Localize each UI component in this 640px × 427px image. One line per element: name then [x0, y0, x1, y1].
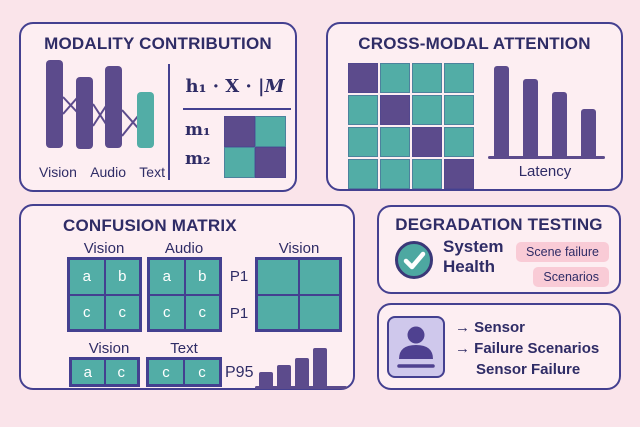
bar — [295, 358, 309, 386]
matrix-cell: c — [184, 359, 220, 385]
modality-2x2-matrix — [224, 116, 286, 178]
system-health-check-icon — [394, 240, 434, 280]
latency-label: Latency — [518, 163, 572, 180]
bar — [277, 365, 291, 386]
panel-degradation-testing: DEGRADATION TESTING System Health Scene … — [377, 205, 621, 294]
badge-scenarios: Scenarios — [533, 267, 609, 287]
label-vision: Vision — [39, 164, 77, 180]
formula-matrix-symbol: M — [264, 76, 285, 97]
matrix-cell-teal — [380, 159, 410, 189]
matrix-cell — [257, 294, 299, 330]
matrix-cell-teal — [348, 159, 378, 189]
modality-bar-text — [137, 92, 154, 148]
matrix-cell-teal — [348, 127, 378, 157]
scenario-line-failure-scenarios: → Failure Scenarios — [455, 340, 600, 357]
contribution-formula: h₁ · X · |M — [179, 76, 291, 97]
bar — [259, 372, 273, 386]
row-label-p1-top: P1 — [229, 268, 249, 285]
row-label-m1: m₁ — [185, 120, 211, 140]
matrix-cell: b — [184, 259, 220, 295]
confusion-grid-vision-large — [255, 257, 342, 332]
matrix-cell-purple — [348, 63, 378, 93]
grid-header-audio: Audio — [164, 240, 204, 257]
p95-label: P95 — [225, 364, 254, 381]
label-text: Text — [139, 164, 165, 180]
p95-bar-chart — [259, 348, 327, 386]
confusion-grid-vision-top: a b c c — [67, 257, 142, 332]
person-icon — [387, 316, 445, 378]
matrix-cell-teal — [444, 127, 474, 157]
modality-bar-fused — [105, 66, 122, 148]
modality-bar-vision — [46, 60, 63, 148]
grid-header-vision-bottom: Vision — [88, 340, 130, 357]
matrix-cell: a — [149, 259, 185, 295]
matrix-cell: c — [69, 294, 105, 330]
scenario-line-sensor: → Sensor — [455, 319, 526, 336]
grid-header-vision-top: Vision — [83, 240, 125, 257]
label-audio: Audio — [90, 164, 126, 180]
panel-cross-modal-attention: CROSS-MODAL ATTENTION Latency — [326, 22, 623, 191]
modality-bar-audio — [76, 77, 93, 149]
matrix-cell-purple — [380, 95, 410, 125]
matrix-cell-teal — [380, 127, 410, 157]
row-label-p1-bottom: P1 — [229, 305, 249, 322]
matrix-cell: a — [69, 259, 105, 295]
bar — [494, 66, 509, 156]
scenario-line-sensor-failure: Sensor Failure — [476, 361, 581, 378]
latency-bar-chart — [494, 66, 596, 156]
confusion-grid-audio: a b c c — [147, 257, 222, 332]
matrix-cell-teal — [348, 95, 378, 125]
matrix-cell — [298, 294, 340, 330]
p95-baseline — [255, 386, 347, 389]
modality-bar-labels: Vision Audio Text — [39, 164, 165, 180]
matrix-cell-purple — [444, 159, 474, 189]
matrix-cell: c — [104, 359, 138, 385]
scenario-text-block: → Sensor → Failure Scenarios Sensor Fail… — [455, 317, 599, 380]
matrix-cell-teal — [224, 147, 255, 178]
latency-axis-line — [488, 156, 605, 159]
attention-heatmap-grid — [348, 63, 474, 189]
panel-sensor-scenarios: → Sensor → Failure Scenarios Sensor Fail… — [377, 303, 621, 390]
bar — [581, 109, 596, 156]
matrix-cell: b — [104, 259, 140, 295]
fraction-line — [183, 108, 291, 110]
confusion-grid-vision-bottom: a c — [69, 357, 140, 387]
matrix-cell-teal — [412, 95, 442, 125]
matrix-cell-teal — [444, 95, 474, 125]
grid-header-vision-large: Vision — [278, 240, 320, 257]
vertical-divider — [168, 64, 170, 180]
grid-header-text: Text — [170, 340, 198, 357]
status-line-1: System — [443, 237, 504, 256]
formula-prefix: h₁ · X · | — [185, 76, 265, 97]
row-label-m2: m₂ — [185, 149, 211, 169]
matrix-cell-teal — [412, 159, 442, 189]
matrix-cell — [257, 259, 299, 295]
matrix-cell: a — [71, 359, 105, 385]
matrix-cell-teal — [255, 116, 286, 147]
confusion-grid-text: c c — [146, 357, 222, 387]
panel-confusion-matrix: CONFUSION MATRIX Vision Audio Vision a b… — [19, 204, 355, 390]
bar — [523, 79, 538, 156]
matrix-cell: c — [104, 294, 140, 330]
panel-title-attention: CROSS-MODAL ATTENTION — [358, 34, 591, 53]
matrix-cell-purple — [255, 147, 286, 178]
panel-modality-contribution: MODALITY CONTRIBUTION Vision Audio Text … — [19, 22, 297, 192]
bar — [313, 348, 327, 386]
matrix-cell — [298, 259, 340, 295]
matrix-cell: c — [149, 294, 185, 330]
panel-title-confusion: CONFUSION MATRIX — [63, 216, 237, 235]
matrix-cell: c — [184, 294, 220, 330]
panel-title-modality: MODALITY CONTRIBUTION — [44, 34, 272, 53]
system-health-label: System Health — [443, 237, 503, 276]
matrix-cell-teal — [380, 63, 410, 93]
badge-scene-failure: Scene failure — [516, 242, 609, 262]
matrix-cell-teal — [412, 63, 442, 93]
matrix-cell-purple — [224, 116, 255, 147]
bar — [552, 92, 567, 156]
matrix-cell-purple — [412, 127, 442, 157]
status-line-2: Health — [443, 256, 495, 276]
matrix-cell-teal — [444, 63, 474, 93]
panel-title-degradation: DEGRADATION TESTING — [395, 215, 603, 234]
matrix-cell: c — [148, 359, 184, 385]
